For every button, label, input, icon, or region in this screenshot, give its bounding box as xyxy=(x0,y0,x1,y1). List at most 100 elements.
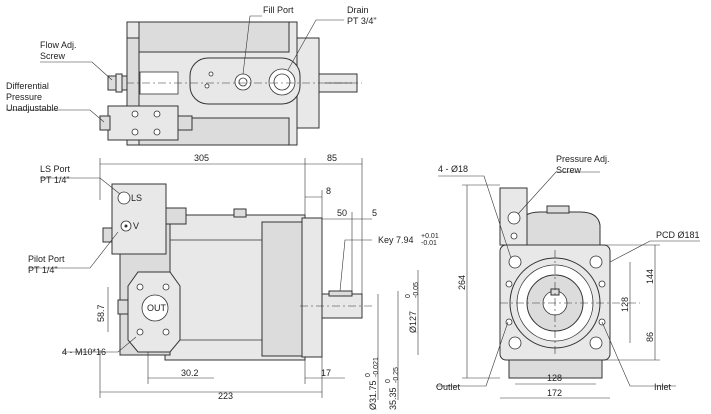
flow-adj-label-1: Flow Adj. xyxy=(40,40,77,50)
fill-port-inner xyxy=(238,77,248,87)
control-plug-right xyxy=(165,207,187,225)
side-top-lug xyxy=(233,208,247,218)
top-view xyxy=(6,15,362,146)
dim-128v: 128 xyxy=(620,297,630,312)
control-plug-left xyxy=(102,227,113,243)
dim-35-35-tol-up: 0 xyxy=(385,379,392,383)
dim-30-2: 30.2 xyxy=(181,368,199,378)
dim-35-35-tol-dn: -0.25 xyxy=(393,367,400,383)
pilot-port-label: Pilot Port xyxy=(28,254,65,264)
cover-bolt-1 xyxy=(204,83,210,89)
dim-128h: 128 xyxy=(547,373,562,383)
mount-hole-tr xyxy=(589,255,603,269)
diff-plug-right xyxy=(177,115,193,131)
diff-label-2: Pressure xyxy=(6,92,42,102)
front-adj-screw xyxy=(507,211,521,225)
mount-bolts-label: 4 - M10*16 xyxy=(62,347,106,357)
ls-port xyxy=(117,191,131,205)
dim-50: 50 xyxy=(337,208,347,218)
flow-adj-label-2: Screw xyxy=(40,51,66,61)
dim-31-75-tol-up: 0 xyxy=(365,373,372,377)
front-adj-screw-2 xyxy=(510,232,518,240)
front-top-body xyxy=(519,211,601,246)
drain-label: Drain xyxy=(347,5,369,15)
holes-leader xyxy=(438,175,512,259)
dim-5: 5 xyxy=(372,208,377,218)
front-bottom-lug xyxy=(508,359,603,379)
side-shaft-key xyxy=(328,290,353,297)
port-hole-3 xyxy=(598,280,606,288)
inlet-leader xyxy=(601,321,676,387)
flange-bolt-3 xyxy=(136,328,144,336)
key-tol-up: +0.01 xyxy=(421,233,439,240)
key-leader xyxy=(339,239,372,292)
mount-hole-bl xyxy=(508,336,522,350)
side-view xyxy=(28,158,419,400)
pcd-leader xyxy=(609,240,700,263)
mount-hole-br xyxy=(589,336,603,350)
dim-172: 172 xyxy=(547,388,562,398)
side-mid-collar xyxy=(261,221,303,357)
outlet-side-plug xyxy=(117,299,129,315)
pressure-adj-label-2: Screw xyxy=(556,165,582,175)
diff-hole-2 xyxy=(153,110,161,118)
drain-port-inner xyxy=(273,73,291,91)
diff-block xyxy=(107,105,179,141)
mount-hole-tl xyxy=(508,255,522,269)
diff-hole-3 xyxy=(131,128,139,136)
ls-port-size: PT 1/4" xyxy=(40,175,70,185)
pilot-leader xyxy=(28,231,119,269)
key-label: Key 7.94 xyxy=(378,235,414,245)
top-upper-block xyxy=(138,21,290,53)
flow-adj-leader xyxy=(40,61,113,81)
dim-8: 8 xyxy=(326,186,331,196)
flange-bolt-1 xyxy=(136,283,144,291)
drain-leader xyxy=(287,19,344,71)
dim-127-tol-dn: -0.05 xyxy=(413,282,420,298)
pressure-leader xyxy=(517,171,600,215)
dim-144: 144 xyxy=(645,269,655,284)
dim-31-75-tol-dn: -0.021 xyxy=(373,357,380,377)
pcd-label: PCD Ø181 xyxy=(656,230,700,240)
port-hole-1 xyxy=(505,280,513,288)
diff-label-1: Differential xyxy=(6,81,49,91)
flange-bolt-2 xyxy=(162,283,170,291)
diff-hole-1 xyxy=(131,110,139,118)
ls-leader xyxy=(40,177,121,195)
diff-label-3: Unadjustable xyxy=(6,103,59,113)
outlet-leader xyxy=(436,321,509,387)
mark-v: V xyxy=(133,221,139,231)
dim-58-7: 58.7 xyxy=(96,304,106,322)
dim-127: Ø127 xyxy=(408,311,418,333)
drain-size-label: PT 3/4" xyxy=(347,16,377,26)
side-front-flange xyxy=(301,217,323,358)
fill-port-leader xyxy=(242,15,262,75)
v-port-center xyxy=(124,224,128,228)
inlet-label: Inlet xyxy=(654,382,672,392)
diff-leader xyxy=(6,109,105,123)
dim-264: 264 xyxy=(457,275,467,290)
port-hole-2 xyxy=(505,318,513,326)
outlet-port xyxy=(141,294,169,322)
mark-out: OUT xyxy=(147,303,167,313)
dim-17: 17 xyxy=(321,368,331,378)
pressure-adj-label-1: Pressure Adj. xyxy=(556,154,610,164)
dim-305: 305 xyxy=(194,153,209,163)
dim-85: 85 xyxy=(327,153,337,163)
diff-plug-left xyxy=(99,115,111,131)
outlet-label: Outlet xyxy=(436,382,461,392)
dim-35-35: 35.35 xyxy=(388,387,398,410)
flange-bolt-4 xyxy=(162,328,170,336)
key-tol-dn: -0.01 xyxy=(421,240,437,247)
bolt-leader xyxy=(62,336,137,353)
dim-86: 86 xyxy=(645,332,655,342)
flow-adj-nut xyxy=(115,73,123,93)
front-view xyxy=(436,171,700,399)
cover-bolt-2 xyxy=(208,71,214,77)
dim-223: 223 xyxy=(218,391,233,401)
diff-hole-4 xyxy=(153,128,161,136)
mark-ls: LS xyxy=(131,193,142,203)
fill-port-label: Fill Port xyxy=(263,5,294,15)
dim-127-tol-up: 0 xyxy=(405,294,412,298)
